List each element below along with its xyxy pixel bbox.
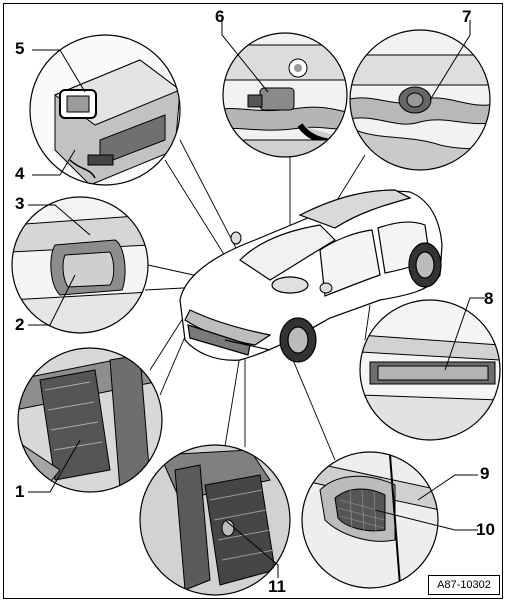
callout-1: 1 (15, 482, 25, 501)
figure-reference-label: A87-10302 (428, 575, 500, 595)
detail-circle-8 (360, 300, 500, 440)
callout-9: 9 (480, 464, 490, 483)
detail-circle-1 (18, 348, 162, 492)
callout-10: 10 (476, 520, 495, 539)
figure-frame (3, 3, 503, 599)
detail-circle-3 (12, 197, 148, 333)
detail-circle-6 (223, 33, 347, 157)
callout-7: 7 (462, 7, 472, 26)
car-wheels (279, 242, 442, 363)
detail-circle-7 (350, 30, 490, 170)
callout-2: 2 (15, 315, 25, 334)
callout-8: 8 (484, 289, 494, 308)
detail-circle-9 (302, 452, 438, 588)
car-mirrors (230, 231, 333, 294)
detail-circle-5 (30, 35, 180, 185)
callout-5: 5 (15, 39, 25, 58)
callout-6: 6 (215, 7, 225, 26)
callout-4: 4 (15, 164, 25, 183)
callout-11: 11 (268, 577, 286, 596)
car-illustration (179, 189, 443, 361)
detail-circle-11 (140, 445, 290, 595)
callout-leaders (28, 20, 485, 578)
callout-3: 3 (15, 194, 25, 213)
